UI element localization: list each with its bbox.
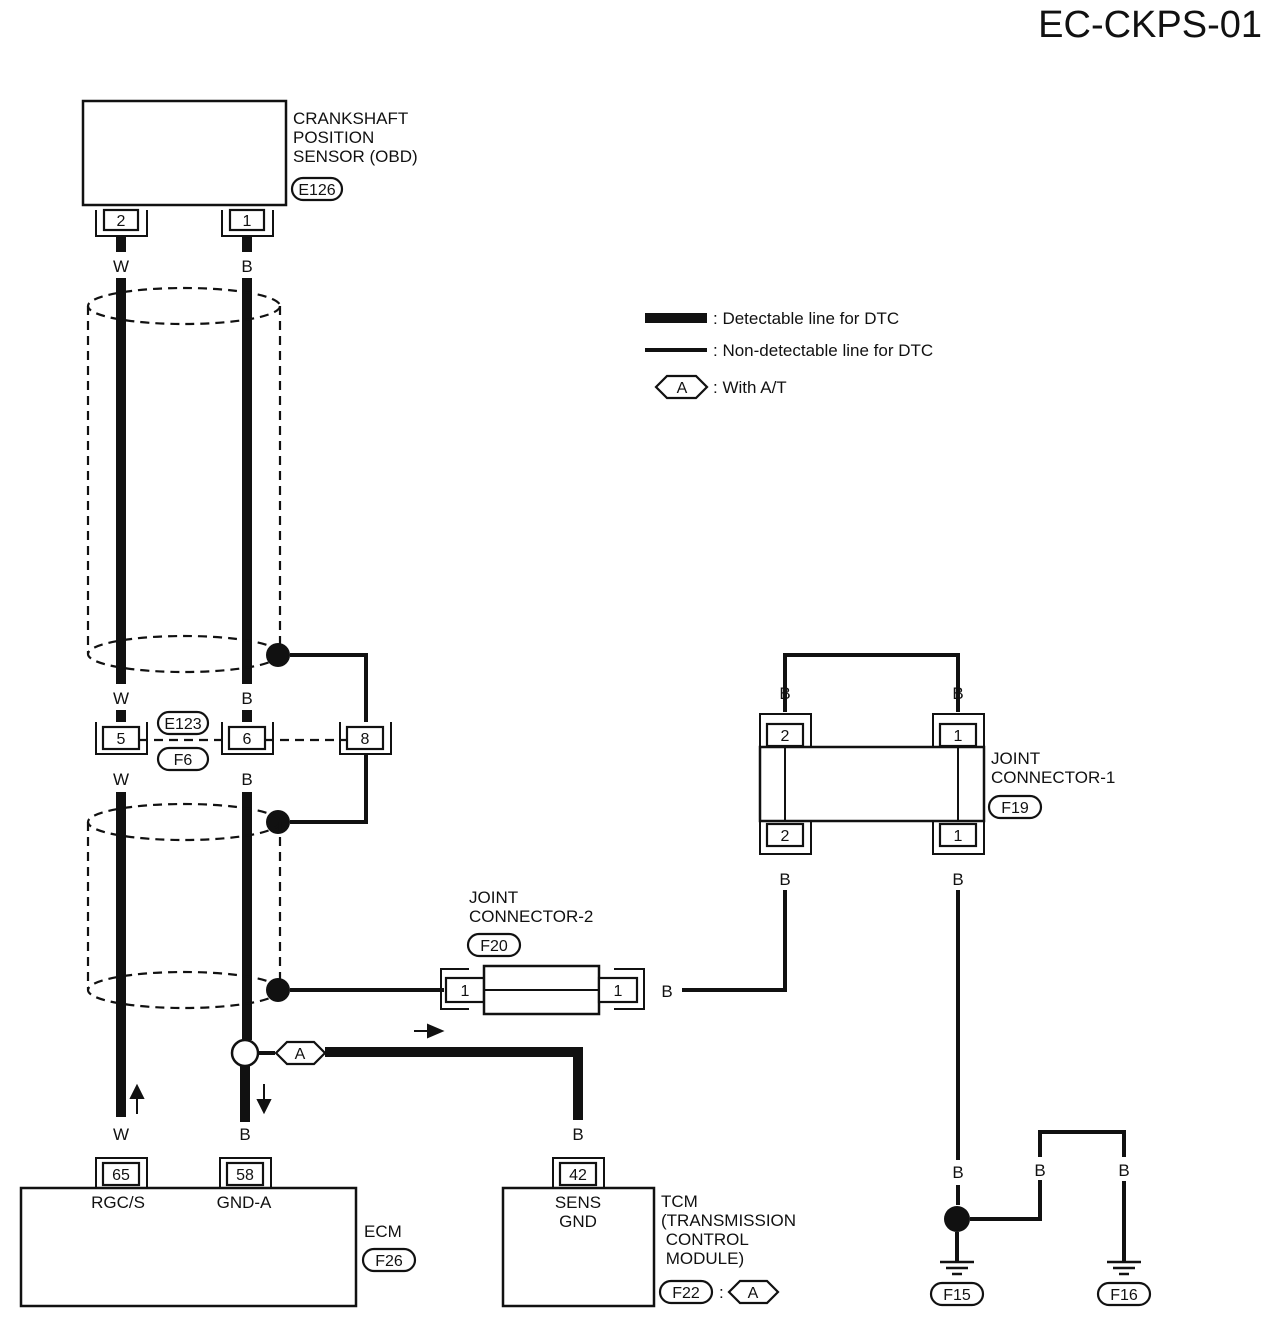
tcm: 42 SENS GND TCM (TRANSMISSION CONTROL MO… [501, 1157, 796, 1308]
sensor-pin-2: 2 [95, 208, 148, 237]
harness-code-f6: F6 [174, 752, 193, 769]
sensor-pin-2-label: 2 [117, 213, 126, 230]
jc1-wire-color-bottom-left: B [779, 870, 790, 889]
jc1-wire-color-top-left: B [779, 684, 790, 703]
jc2-connector-code: F20 [480, 938, 508, 955]
tcm-terminal-line-2: GND [559, 1212, 597, 1231]
jc1-bottom-pin-2: 2 [781, 828, 790, 845]
tcm-option-separator: : [719, 1283, 724, 1302]
legend: : Detectable line for DTC : Non-detectab… [645, 309, 933, 400]
jc2-name-line-2: CONNECTOR-2 [469, 907, 593, 926]
legend-non-detectable-text: : Non-detectable line for DTC [713, 341, 933, 360]
ecm-pin-65: 65 [112, 1167, 130, 1184]
jc1-wire-color-top-right: B [952, 684, 963, 703]
ecm-wire-color-b: B [239, 1125, 250, 1144]
ground-point-f15: F15 [929, 1260, 985, 1307]
wire-color-lower-w: W [113, 770, 129, 789]
option-splice [230, 1038, 260, 1068]
option-a-marker-label: A [295, 1046, 306, 1063]
legend-detectable-text: : Detectable line for DTC [713, 309, 899, 328]
ground-wire-color-3: B [1118, 1161, 1129, 1180]
ecm-name: ECM [364, 1222, 402, 1241]
wire-color-upper-b: B [241, 689, 252, 708]
joint-connector-2: JOINT CONNECTOR-2 F20 1 1 [440, 888, 645, 1016]
jc2-name-line-1: JOINT [469, 888, 518, 907]
jc1-wire-color-bottom-right: B [952, 870, 963, 889]
jc1-name-line-1: JOINT [991, 749, 1040, 768]
jc1-name-line-2: CONNECTOR-1 [991, 768, 1115, 787]
tcm-option-a: A [748, 1285, 759, 1302]
harness-pin-8: 8 [361, 731, 370, 748]
tcm-name-line-1: TCM [661, 1192, 698, 1211]
harness-pin-6: 6 [243, 731, 252, 748]
tcm-pin-42: 42 [569, 1167, 587, 1184]
tcm-name-line-4: MODULE) [661, 1249, 744, 1268]
arrow-right-icon [414, 1023, 445, 1039]
ground-code-f15: F15 [943, 1287, 971, 1304]
option-a-marker: A [274, 1040, 327, 1066]
ecm-connector-code: F26 [375, 1253, 403, 1270]
page-id: EC-CKPS-01 [1038, 4, 1262, 46]
arrow-up-icon [129, 1083, 145, 1114]
sensor-pin-1-label: 1 [243, 213, 252, 230]
crankshaft-position-sensor: CRANKSHAFT POSITION SENSOR (OBD) E126 2 … [81, 99, 418, 237]
tcm-name-line-2: (TRANSMISSION [661, 1211, 796, 1230]
jc1-top-pin-2: 2 [781, 728, 790, 745]
sensor-connector-badge: E126 [290, 176, 344, 202]
legend-option-tag: A [677, 380, 688, 397]
legend-option-badge [654, 374, 709, 400]
sensor-connector-code: E126 [298, 182, 335, 199]
sensor-pin-1: 1 [221, 208, 274, 237]
ecm-pin-58: 58 [236, 1167, 254, 1184]
wire-color-upper-w: W [113, 689, 129, 708]
tcm-name-line-3: CONTROL [661, 1230, 749, 1249]
ground-wire-color-2: B [1034, 1161, 1045, 1180]
ecm-terminal-rgcs: RGC/S [91, 1193, 145, 1212]
arrow-down-icon [256, 1084, 272, 1115]
ecm-terminal-gnda: GND-A [217, 1193, 272, 1212]
legend-option-text: : With A/T [713, 378, 787, 397]
ground-code-f16: F16 [1110, 1287, 1138, 1304]
tcm-wire-color-b: B [572, 1125, 583, 1144]
wire-color-sensor-b: B [241, 257, 252, 276]
harness-connector: 5 6 8 E123 F6 [95, 710, 392, 772]
harness-pin-5: 5 [117, 731, 126, 748]
sensor-name-line-2: POSITION [293, 128, 374, 147]
ecm-wire-color-w: W [113, 1125, 129, 1144]
sensor-name-line-3: SENSOR (OBD) [293, 147, 418, 166]
jc2-pin-right: 1 [614, 983, 623, 1000]
ground-wire-color-1: B [952, 1163, 963, 1182]
jc1-bottom-pin-1: 1 [954, 828, 963, 845]
sensor-name-line-1: CRANKSHAFT [293, 109, 408, 128]
upper-shield-drain-splice [266, 643, 290, 667]
ground-point-f16: F16 [1096, 1260, 1152, 1307]
ground-splice [944, 1206, 970, 1232]
joint-connector-1: B B 2 1 2 1 JOINT CONNECTOR-1 F19 B B [758, 653, 1115, 889]
harness-code-e123: E123 [164, 716, 201, 733]
upper-shield [86, 286, 282, 674]
tcm-connector-code: F22 [672, 1285, 700, 1302]
lower-shield-drain-splice-1 [266, 810, 290, 834]
wire-color-sensor-w: W [113, 257, 129, 276]
jc2-pin-left: 1 [461, 983, 470, 1000]
jc1-top-pin-1: 1 [954, 728, 963, 745]
wire-color-jc2-b: B [661, 982, 672, 1001]
lower-shield-drain-splice-2 [266, 978, 290, 1002]
tcm-terminal-line-1: SENS [555, 1193, 601, 1212]
wire-color-lower-b: B [241, 770, 252, 789]
ecm: 65 58 RGC/S GND-A ECM F26 [19, 1157, 417, 1308]
jc1-connector-code: F19 [1001, 800, 1029, 817]
